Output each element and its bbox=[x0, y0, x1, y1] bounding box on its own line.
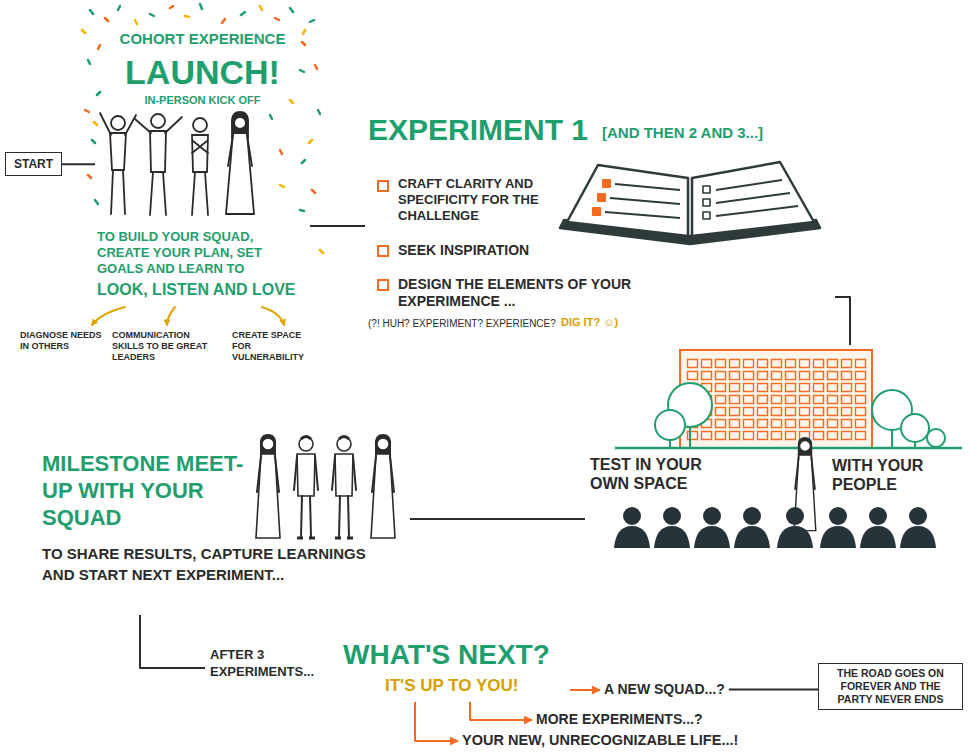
test-section: TEST IN YOUR OWN SPACE WITH YOUR PEOPLE bbox=[585, 345, 965, 550]
checklist-item: SEEK INSPIRATION bbox=[398, 242, 558, 259]
option-text: MORE EXPERIMENTS...? bbox=[532, 711, 706, 728]
aside-note: (?! HUH? EXPERIMENT? EXPERIENCE? bbox=[368, 318, 556, 330]
section-subtitle: IN-PERSON KICK OFF bbox=[95, 94, 310, 107]
section-caption: WITH YOUR PEOPLE bbox=[832, 456, 962, 494]
option-label: YOUR NEW, UNRECOGNIZABLE LIFE...! bbox=[462, 732, 738, 749]
connector bbox=[310, 225, 365, 227]
squad-figures bbox=[256, 434, 395, 538]
section-motto: LOOK, LISTEN AND LOVE bbox=[97, 280, 296, 299]
section-title: MILESTONE MEET-UP WITH YOUR SQUAD bbox=[42, 450, 247, 531]
note-label: COMMUNICATION SKILLS TO BE GREAT LEADERS bbox=[112, 330, 222, 363]
connector bbox=[415, 702, 458, 741]
section-title: WHAT'S NEXT? bbox=[343, 638, 550, 672]
note-text: THE ROAD GOES ON FOREVER AND THE PARTY N… bbox=[825, 667, 956, 706]
section-kicker: COHORT EXPERIENCE bbox=[95, 30, 310, 48]
connector bbox=[835, 297, 850, 345]
option-text: A NEW SQUAD...? bbox=[600, 681, 729, 698]
note-label: DIAGNOSE NEEDS IN OTHERS bbox=[20, 330, 102, 352]
aside-note: DIG IT? ☺) bbox=[561, 316, 618, 329]
launch-section: COHORT EXPERIENCE LAUNCH!IN-PERSON KICK O… bbox=[95, 20, 310, 320]
connector bbox=[140, 615, 205, 668]
confetti bbox=[82, 4, 323, 253]
milestone-section: MILESTONE MEET-UP WITH YOUR SQUAD TO SHAR… bbox=[40, 448, 410, 615]
note-label: CREATE SPACE FOR VULNERABILITY bbox=[232, 330, 316, 363]
checkboxes bbox=[378, 181, 388, 290]
connector bbox=[62, 163, 95, 165]
next-section: AFTER 3 EXPERIMENTS...WHAT'S NEXT? IT'S U… bbox=[205, 636, 570, 702]
note-box: THE ROAD GOES ON FOREVER AND THE PARTY N… bbox=[818, 663, 963, 710]
experiment-section: EXPERIMENT 1 [AND THEN 2 AND 3...] CRAFT C… bbox=[365, 110, 835, 338]
section-title: LAUNCH! bbox=[95, 52, 310, 93]
note-arrows bbox=[92, 307, 284, 325]
checklist-item: CRAFT CLARITY AND SPECIFICITY FOR THE CH… bbox=[398, 176, 553, 224]
checklist-item: DESIGN THE ELEMENTS OF YOUR EXPERIMENCE … bbox=[398, 276, 698, 310]
connector bbox=[470, 702, 532, 720]
start-label: START bbox=[14, 157, 53, 171]
option-label: MORE EXPERIMENTS...? bbox=[536, 711, 702, 728]
option-text: YOUR NEW, UNRECOGNIZABLE LIFE...! bbox=[458, 732, 742, 749]
test-scene bbox=[614, 350, 962, 548]
option-label: A NEW SQUAD...? bbox=[604, 681, 725, 698]
launch-figures bbox=[100, 112, 254, 215]
section-lead: AFTER 3 EXPERIMENTS... bbox=[210, 646, 335, 680]
connector bbox=[570, 689, 600, 691]
book-icon bbox=[560, 162, 820, 244]
section-subtitle: IT'S UP TO YOU! bbox=[385, 676, 518, 696]
section-aside: [AND THEN 2 AND 3...] bbox=[602, 124, 763, 142]
section-caption: TEST IN YOUR OWN SPACE bbox=[590, 455, 740, 493]
start-box: START bbox=[5, 152, 62, 176]
connector bbox=[729, 688, 818, 690]
section-title: EXPERIMENT 1 bbox=[368, 112, 588, 148]
section-body: TO BUILD YOUR SQUAD, CREATE YOUR PLAN, S… bbox=[97, 229, 307, 277]
section-body: TO SHARE RESULTS, CAPTURE LEARNINGS AND … bbox=[42, 543, 397, 585]
connector bbox=[410, 518, 585, 520]
